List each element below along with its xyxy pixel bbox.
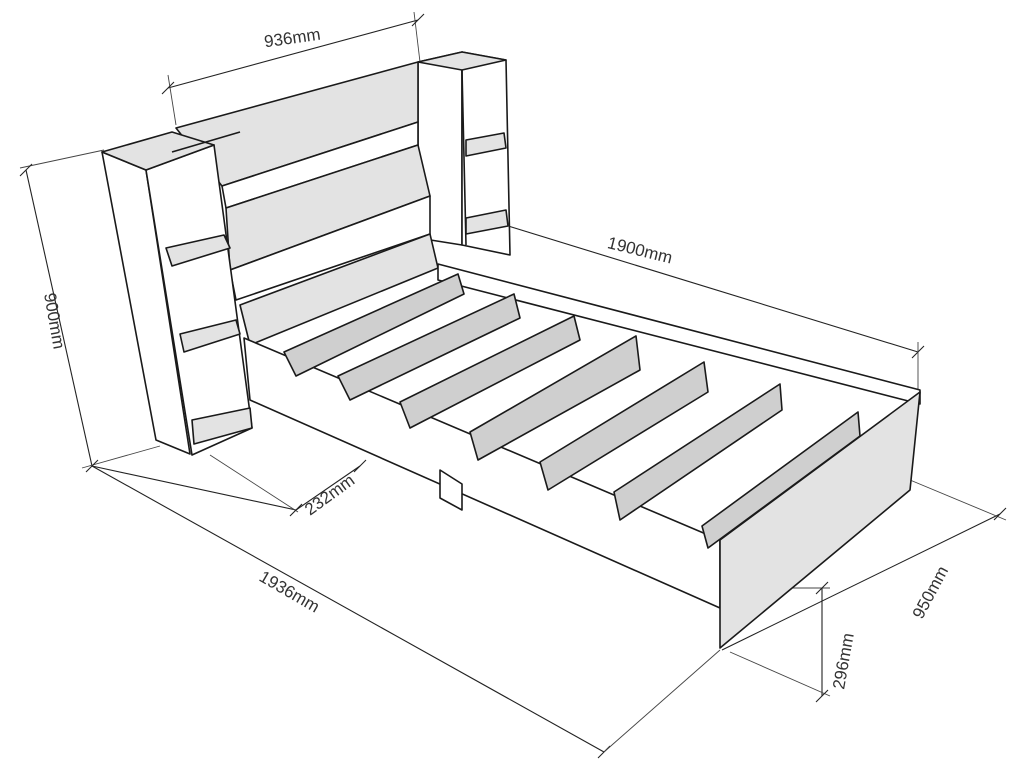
dimension-lines xyxy=(19,11,1007,759)
frame-height-label: 296mm xyxy=(829,632,858,691)
shelf-depth-label: 232mm xyxy=(301,471,358,520)
height-label: 900mm xyxy=(40,291,69,350)
left-shelf-tower xyxy=(101,131,253,456)
headboard xyxy=(175,61,439,346)
headboard-width-label: 936mm xyxy=(263,25,322,52)
rear-shelf-tower xyxy=(417,51,511,256)
total-width-label: 950mm xyxy=(909,563,952,622)
total-length-label: 1936mm xyxy=(256,567,323,617)
bed-length-label: 1900mm xyxy=(606,233,675,267)
bed-frame xyxy=(243,263,921,649)
